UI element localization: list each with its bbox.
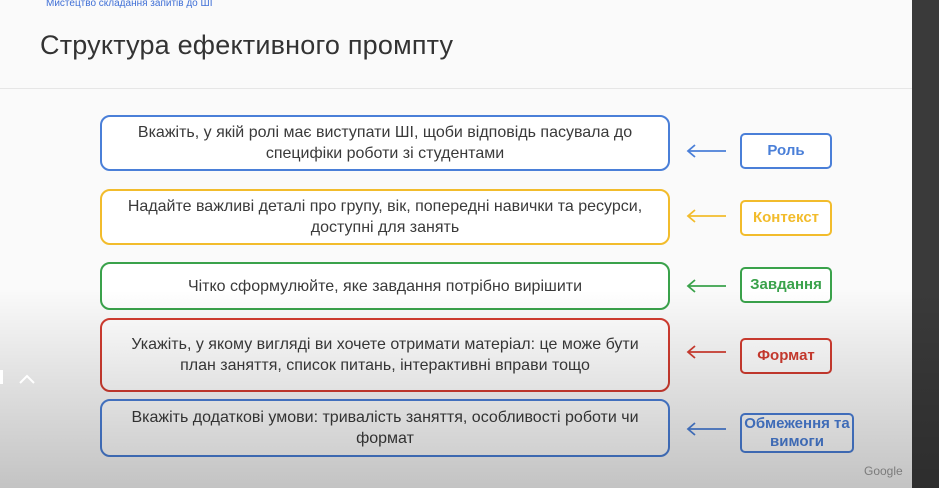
- prompt-part-context-label: Контекст: [740, 200, 832, 236]
- prompt-part-constraints-label: Обмеження та вимоги: [740, 413, 854, 453]
- prompt-part-context-text: Надайте важливі деталі про групу, вік, п…: [100, 189, 670, 245]
- slide: Мистецтво складання запитів до ШІ Структ…: [0, 0, 912, 488]
- prompt-part-task-label: Завдання: [740, 267, 832, 303]
- title-divider: [0, 88, 912, 89]
- deck-title: Мистецтво складання запитів до ШІ: [46, 0, 213, 9]
- left-arrow-icon: [686, 345, 726, 359]
- prompt-part-role-label: Роль: [740, 133, 832, 169]
- chevron-up-icon[interactable]: [17, 370, 37, 384]
- sidebar-handle[interactable]: [0, 370, 3, 384]
- prompt-part-format-text: Укажіть, у якому вигляді ви хочете отрим…: [100, 318, 670, 392]
- left-arrow-icon: [686, 422, 726, 436]
- left-arrow-icon: [686, 144, 726, 158]
- prompt-part-format-label: Формат: [740, 338, 832, 374]
- left-arrow-icon: [686, 209, 726, 223]
- prompt-part-constraints-text: Вкажіть додаткові умови: тривалість заня…: [100, 399, 670, 457]
- prompt-part-task-text: Чітко сформулюйте, яке завдання потрібно…: [100, 262, 670, 310]
- viewer-edge: [912, 0, 939, 488]
- brand-logo: Google: [864, 464, 903, 478]
- slide-title: Структура ефективного промпту: [40, 30, 454, 60]
- left-arrow-icon: [686, 279, 726, 293]
- prompt-part-role-text: Вкажіть, у якій ролі має виступати ШІ, щ…: [100, 115, 670, 171]
